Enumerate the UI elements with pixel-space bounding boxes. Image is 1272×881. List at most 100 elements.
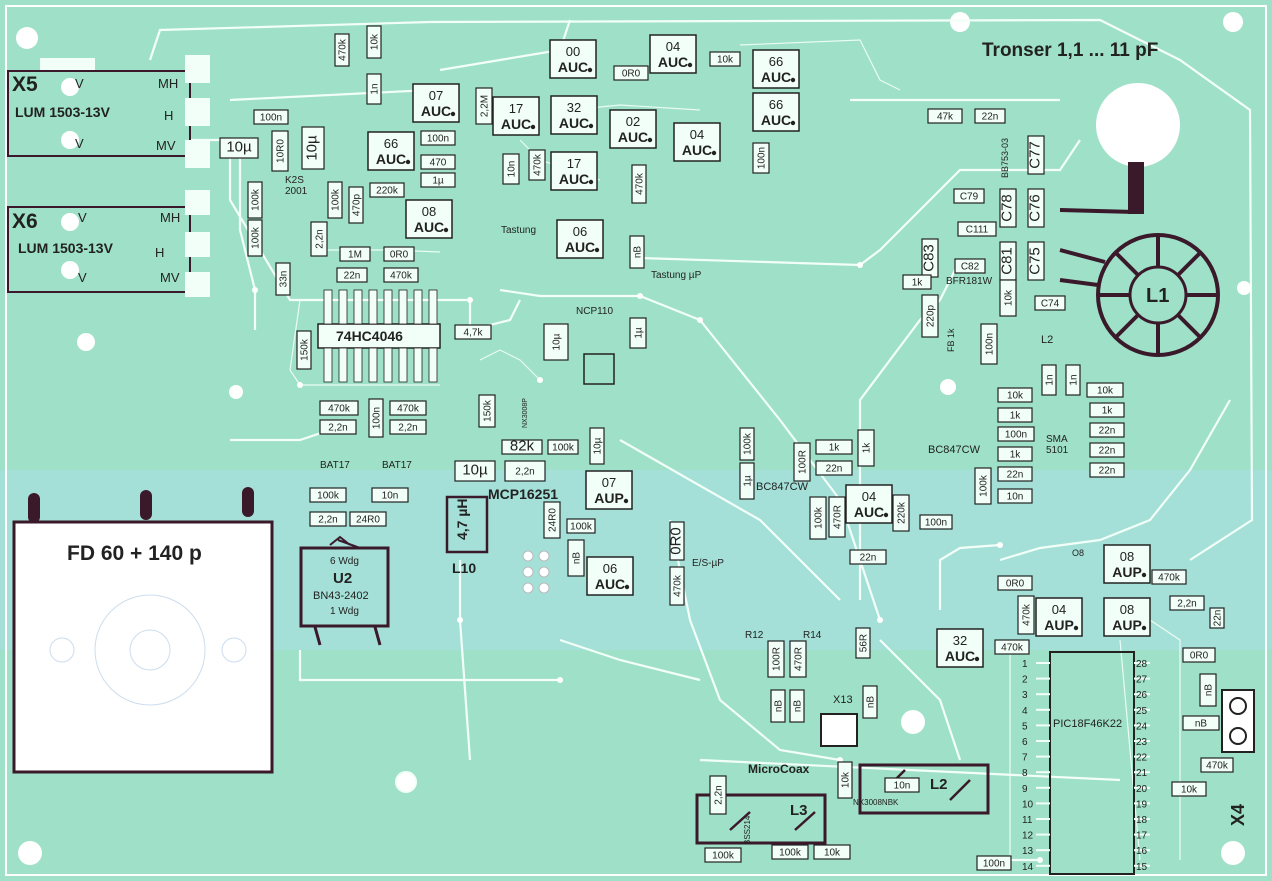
pic-pin-number: 28	[1136, 659, 1148, 670]
passive-part: 220k	[892, 494, 910, 532]
part-value: 2,2M	[480, 95, 491, 117]
part-value: nB	[1204, 684, 1215, 697]
pic-pin-number: 21	[1136, 768, 1148, 779]
x5-pin-h: H	[164, 108, 174, 123]
part-value: 470k	[533, 153, 544, 176]
passive-part: 2,2n	[1169, 595, 1205, 611]
passive-part: 22n	[815, 460, 853, 476]
passive-part: 0R0	[668, 521, 685, 561]
u2-wdg-bottom: 1 Wdg	[330, 606, 359, 617]
connector-x6	[7, 190, 210, 297]
passive-part: 22n	[849, 549, 887, 565]
part-value: C83	[921, 244, 938, 272]
part-value: 100n	[983, 859, 1005, 870]
part-value: 100k	[814, 506, 825, 529]
part-value: 2,2n	[398, 423, 417, 434]
chip-family: AUC	[414, 219, 444, 235]
pic-pin-number: 17	[1136, 831, 1148, 842]
pic-pin-number: 5	[1022, 721, 1028, 732]
part-value: 100k	[251, 226, 262, 249]
ncp-label: NCP110	[576, 306, 614, 317]
part-value: 100n	[985, 333, 996, 355]
passive-part: 10R0	[271, 130, 289, 172]
part-value: 1n	[1045, 374, 1056, 385]
chip-code: 17	[509, 101, 523, 116]
part-value: 10k	[717, 55, 734, 66]
passive-part: 2,2n	[309, 511, 347, 527]
passive-part: 470	[420, 154, 456, 170]
bfr-label: BFR181W	[946, 276, 993, 287]
part-value: 1k	[1010, 450, 1022, 461]
passive-part: 100n	[420, 130, 456, 146]
chip-family: AUP	[1044, 617, 1074, 633]
u2-name: U2	[333, 570, 353, 587]
passive-part: 470k	[669, 566, 685, 606]
passive-part: 100k	[704, 847, 742, 863]
chip-family: AUC	[558, 59, 588, 75]
part-value: 10k	[824, 848, 841, 859]
part-value: 100n	[925, 518, 947, 529]
passive-part: 100n	[919, 514, 953, 530]
passive-part: C81	[999, 241, 1017, 281]
mcp-label: MCP16251	[488, 486, 559, 502]
passive-part: 100n	[997, 426, 1035, 442]
passive-part: 470p	[348, 186, 364, 224]
fd-label: FD 60 + 140 p	[67, 542, 202, 565]
passive-part: 10k	[999, 279, 1017, 317]
passive-part: 100n	[980, 323, 998, 365]
passive-part: 10k	[997, 387, 1033, 403]
part-value: 10µ	[226, 139, 252, 156]
chip-family: AUP	[1112, 617, 1142, 633]
passive-part: 470k	[389, 400, 427, 416]
passive-part: 1k	[902, 274, 932, 290]
part-value: 10µ	[304, 135, 321, 161]
passive-part: 470k	[1017, 595, 1035, 635]
part-value: 0R0	[622, 69, 641, 80]
part-value: 82k	[510, 438, 535, 455]
chip-code: 04	[666, 39, 680, 54]
passive-part: 10n	[884, 777, 920, 793]
x6-pin-mh: MH	[160, 210, 181, 225]
x6-pin-v1: V	[78, 210, 87, 225]
es-up-label: E/S-µP	[692, 558, 724, 569]
passive-part: 150k	[478, 394, 496, 428]
pic-pin-number: 11	[1022, 815, 1033, 826]
passive-part: C79	[953, 188, 985, 204]
part-value: 10n	[894, 781, 911, 792]
pic-pin-number: 6	[1022, 737, 1028, 748]
part-value: 2,2n	[328, 423, 347, 434]
passive-part: 100k	[327, 181, 343, 219]
passive-part: 10µ	[589, 427, 605, 465]
chip-code: 07	[602, 475, 616, 490]
passive-part: 150k	[296, 330, 312, 370]
pic-pin-number: 3	[1022, 690, 1028, 701]
k2s-label: K2S 2001	[285, 175, 308, 197]
part-value: 220k	[897, 501, 908, 524]
chip-family: AUP	[594, 490, 624, 506]
x13-label: X13	[833, 694, 853, 706]
pic-pin-number: 19	[1136, 799, 1148, 810]
passive-part: nB	[1199, 673, 1217, 707]
pic-pin-number: 4	[1022, 706, 1028, 717]
chip-code: 02	[626, 114, 640, 129]
part-value: 24R0	[548, 508, 559, 532]
passive-part: 1µ	[420, 172, 456, 188]
passive-part: 100k	[247, 219, 263, 257]
l10-label: L10	[452, 560, 477, 576]
part-value: 100n	[427, 134, 449, 145]
passive-part: C76	[1027, 188, 1045, 228]
l10-value: 4,7 µH	[454, 498, 470, 540]
passive-part: nB	[567, 539, 585, 577]
bss-label: BSS214	[743, 815, 752, 845]
passive-part: 2,2n	[319, 419, 357, 435]
passive-part: 100k	[309, 487, 347, 503]
pic-pin-number: 1	[1022, 659, 1028, 670]
passive-part: 2,2n	[310, 221, 328, 257]
x6-pin-mv: MV	[160, 270, 180, 285]
part-value: 47k	[937, 112, 954, 123]
chip-family: AUC	[565, 239, 595, 255]
